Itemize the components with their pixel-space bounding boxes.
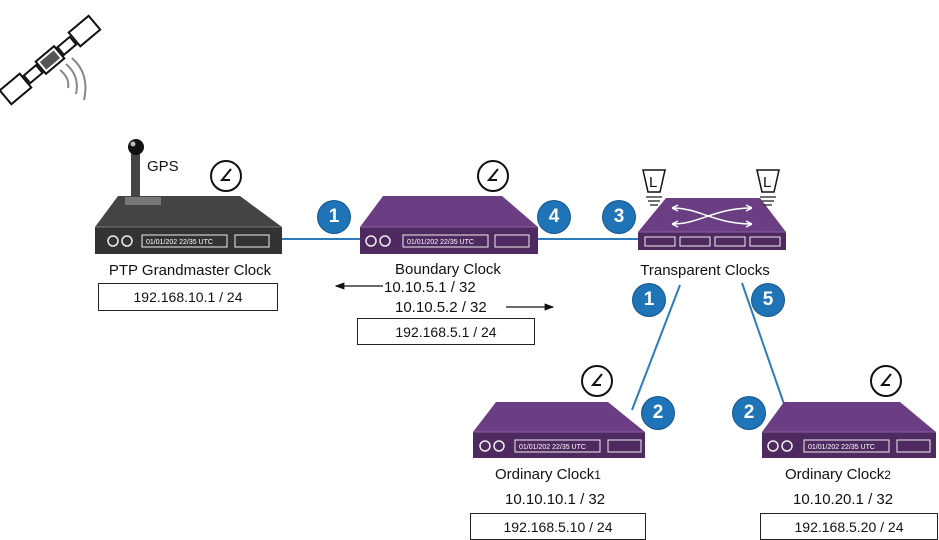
clock-icon <box>870 365 902 397</box>
grandmaster-name: PTP Grandmaster Clock <box>108 262 272 279</box>
transparent-name: Transparent Clocks <box>640 262 770 279</box>
grandmaster-address: 192.168.10.1 / 24 <box>133 289 243 305</box>
latency-tag-icon <box>756 169 780 206</box>
grandmaster-display: 01/01/202 22/35 UTC <box>146 239 213 246</box>
ordinary-2-address-box: 192.168.5.20 / 24 <box>760 513 938 540</box>
ordinary-2-display: 01/01/202 22/35 UTC <box>808 444 875 451</box>
ordinary-clock-1-device <box>473 402 645 458</box>
step-badge: 4 <box>538 201 570 233</box>
ordinary-1-address-box: 192.168.5.10 / 24 <box>470 513 646 540</box>
boundary-name: Boundary Clock <box>395 261 501 278</box>
ordinary-1-title: Ordinary Clock <box>495 466 595 483</box>
transparent-switch <box>638 198 786 250</box>
satellite-icon <box>0 14 102 106</box>
ordinary-1-suffix: 1 <box>594 468 601 482</box>
ordinary-2-title: Ordinary Clock <box>785 466 885 483</box>
step-badge: 2 <box>733 397 765 429</box>
grandmaster-address-box: 192.168.10.1 / 24 <box>98 283 278 311</box>
ordinary-2-name: Ordinary Clock2 <box>785 466 891 484</box>
ordinary-1-address: 192.168.5.10 / 24 <box>503 518 613 535</box>
network-links <box>272 238 785 411</box>
ordinary-1-display: 01/01/202 22/35 UTC <box>519 444 586 451</box>
boundary-display: 01/01/202 22/35 UTC <box>407 239 474 246</box>
ordinary-1-port: 10.10.10.1 / 32 <box>505 491 606 508</box>
step-badge: 2 <box>642 397 674 429</box>
latency-tag-icon <box>642 169 666 206</box>
boundary-address: 192.168.5.1 / 24 <box>395 323 497 340</box>
step-badge: 1 <box>633 284 665 316</box>
step-badge: 3 <box>603 201 635 233</box>
clock-icon <box>477 160 509 192</box>
step-badge: 5 <box>752 284 784 316</box>
gps-label: GPS <box>147 158 179 175</box>
ordinary-2-port: 10.10.20.1 / 32 <box>793 491 894 508</box>
boundary-device <box>360 196 538 254</box>
latency-tag-letter: L <box>763 174 771 191</box>
latency-tag-letter: L <box>649 174 657 191</box>
grandmaster-device <box>95 196 282 254</box>
boundary-port1: 10.10.5.1 / 32 <box>384 279 476 296</box>
ordinary-2-suffix: 2 <box>884 468 891 482</box>
step-badge: 1 <box>318 201 350 233</box>
clock-icon <box>581 365 613 397</box>
ordinary-2-address: 192.168.5.20 / 24 <box>794 518 904 535</box>
ordinary-clock-2-device <box>762 402 936 458</box>
clock-icon <box>210 160 242 192</box>
boundary-port2: 10.10.5.2 / 32 <box>395 299 487 316</box>
ordinary-1-name: Ordinary Clock1 <box>495 466 601 484</box>
gps-antenna <box>128 139 144 200</box>
boundary-address-box: 192.168.5.1 / 24 <box>357 318 535 345</box>
